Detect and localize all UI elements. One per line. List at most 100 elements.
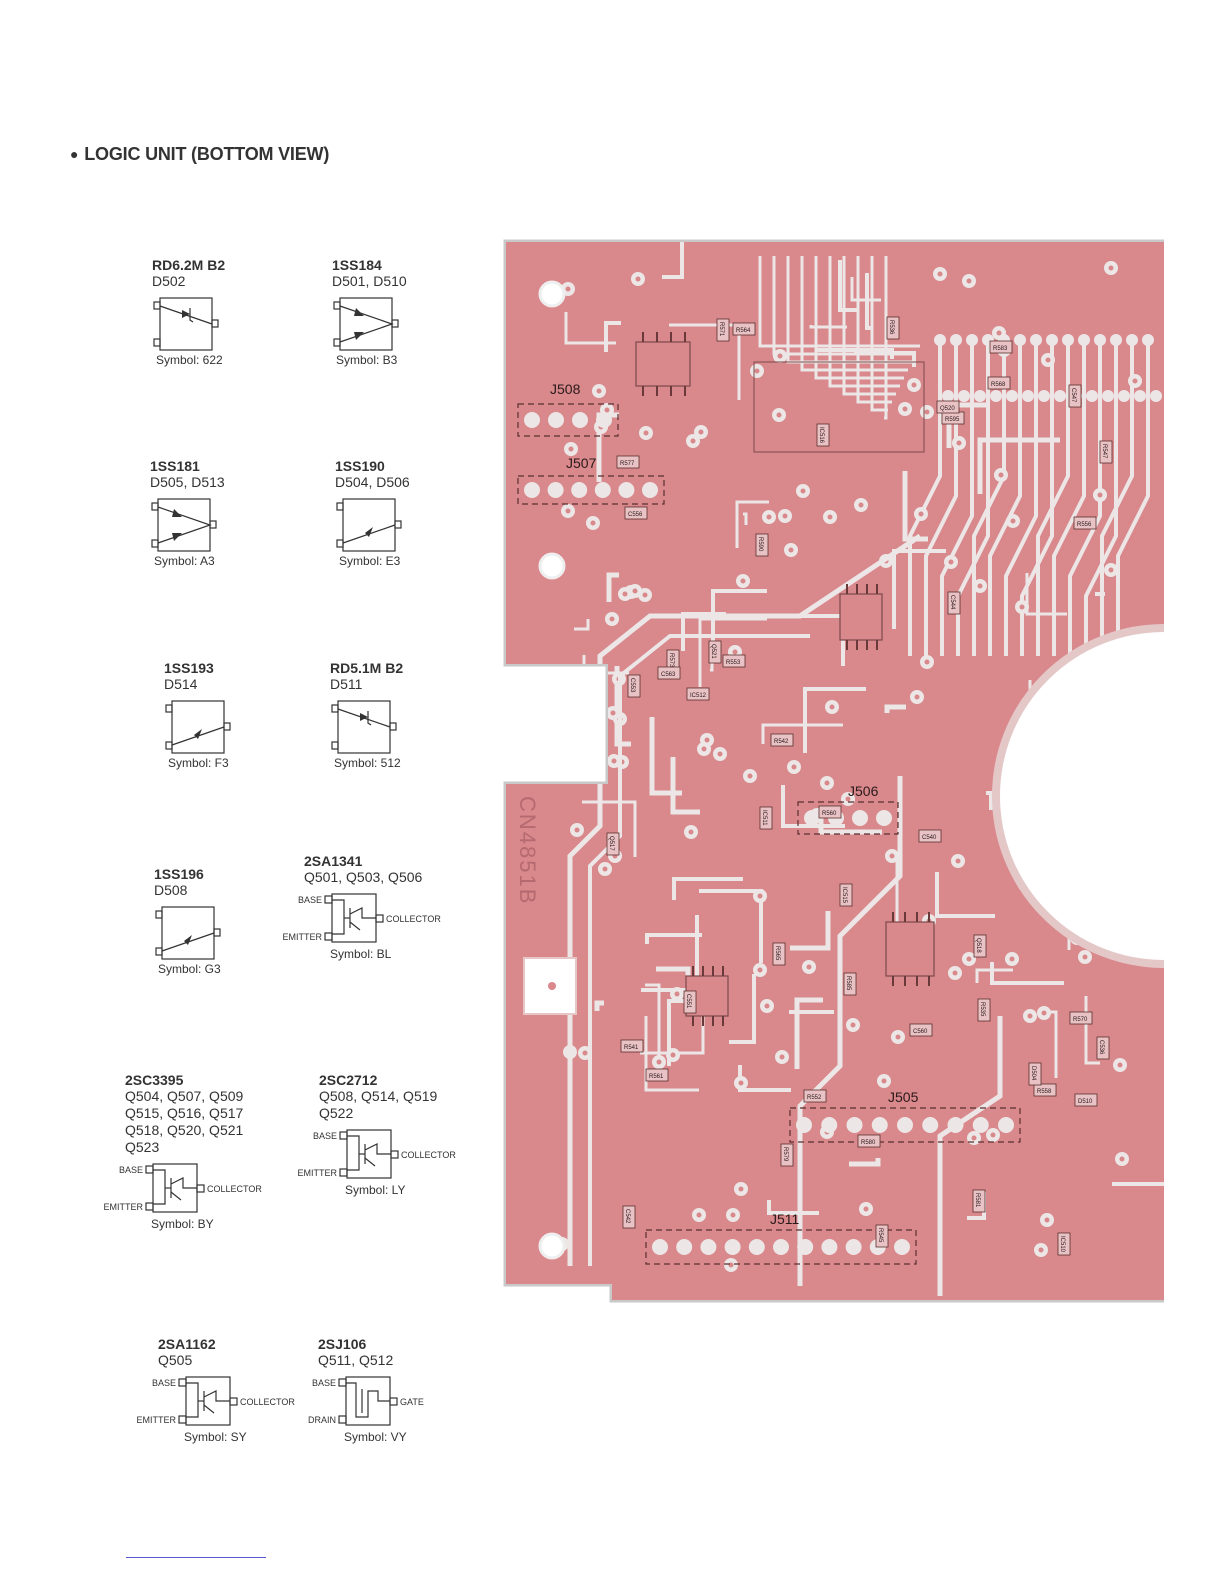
part-label-box: R568 <box>987 376 1011 390</box>
part-label-box: R560 <box>818 805 842 819</box>
part-label-box: R545 <box>875 1224 889 1248</box>
pin-label-collector: COLLECTOR <box>240 1397 295 1407</box>
pad <box>1150 390 1162 402</box>
trace <box>645 933 702 944</box>
pad-hole <box>1045 357 1051 363</box>
trace <box>645 983 661 1060</box>
part-label-box: R536 <box>886 316 900 340</box>
trace <box>1052 336 1086 656</box>
jumper-pad <box>897 1117 913 1133</box>
pin-label-base: BASE <box>312 1378 336 1388</box>
part-label-frame <box>918 829 942 843</box>
part-label-box: R561 <box>645 1068 669 1082</box>
part-number: 1SS181 <box>150 458 200 474</box>
trace <box>743 512 748 525</box>
part-number: 1SS190 <box>335 458 385 474</box>
dual-diode-icon: Symbol: B3 <box>333 297 399 367</box>
reference-designators: D501, D510 <box>332 273 407 289</box>
trace <box>1004 336 1038 656</box>
trace <box>870 256 888 412</box>
part-label-box: R570 <box>1069 1011 1093 1025</box>
symbol-code: Symbol: BL <box>330 947 392 961</box>
pad <box>1094 334 1106 346</box>
symbol-code: Symbol: A3 <box>154 554 215 568</box>
pad <box>1014 334 1026 346</box>
trace <box>975 968 1013 983</box>
trace <box>698 617 767 687</box>
part-label-box: R541 <box>620 1039 644 1053</box>
part-label: C553 <box>629 678 635 693</box>
diode-icon: Symbol: F3 <box>165 700 231 770</box>
trace <box>865 273 873 330</box>
mounting-hole <box>548 982 556 990</box>
pad <box>1118 390 1130 402</box>
jumper-pad <box>796 1117 812 1133</box>
pad-hole <box>764 1003 770 1009</box>
reference-designators: D502 <box>152 273 186 289</box>
part-number: 2SA1162 <box>158 1336 216 1352</box>
jumper-pad <box>596 412 612 428</box>
part-label-box: IC511 <box>759 806 773 830</box>
part-label-frame <box>875 1224 889 1248</box>
pad-hole <box>1019 604 1025 610</box>
pad <box>950 334 962 346</box>
part-label-frame <box>973 934 987 958</box>
pin-label-base: BASE <box>313 1131 337 1141</box>
pad-hole <box>889 853 895 859</box>
part-label: R558 <box>1037 1089 1052 1095</box>
trace <box>564 312 616 345</box>
trace <box>838 260 858 312</box>
symbol-code: Symbol: F3 <box>168 756 229 770</box>
part-label: R561 <box>649 1074 664 1080</box>
ic-pin <box>722 966 724 976</box>
part-label-frame <box>627 674 641 698</box>
ic-package <box>839 593 883 641</box>
pad-hole <box>858 502 864 508</box>
part-label: IC516 <box>818 427 824 444</box>
part-label-box: IC510 <box>1057 1232 1071 1256</box>
part-label: C560 <box>913 1029 928 1035</box>
jumper-pad <box>821 1117 838 1133</box>
part-label: R585 <box>845 976 851 991</box>
ic-pin <box>846 640 848 650</box>
jumper-pad <box>548 412 564 428</box>
reference-designators: Q505 <box>158 1352 193 1368</box>
pad <box>958 390 970 402</box>
reference-designators: D505, D513 <box>150 474 225 490</box>
part-label-frame <box>1096 1036 1110 1060</box>
pad-hole <box>955 858 961 864</box>
part-label: R545 <box>877 1228 883 1243</box>
jumper-pad <box>748 1239 765 1255</box>
trace <box>1036 336 1070 656</box>
part-label: R581 <box>974 1193 980 1208</box>
pad-hole <box>609 616 615 622</box>
part-label-box: C544 <box>947 591 961 615</box>
trace <box>594 1000 604 1011</box>
pad <box>934 334 946 346</box>
part-label-frame <box>987 376 1011 390</box>
part-label-frame <box>977 998 991 1022</box>
ic-pin <box>692 1016 694 1026</box>
jumper-pad <box>947 1117 964 1133</box>
jumper-pad <box>797 1239 814 1255</box>
pad-hole <box>1038 1247 1044 1253</box>
pad-hole <box>779 1054 785 1060</box>
trace <box>588 634 810 1266</box>
part-label: C551 <box>685 994 691 1009</box>
ic-pin <box>670 386 672 396</box>
mounting-hole <box>538 552 566 580</box>
zener-diode-icon: Symbol: 622 <box>153 297 223 367</box>
ic-pin <box>642 332 644 342</box>
pad-hole <box>990 1132 996 1138</box>
pad-hole <box>881 1078 887 1084</box>
part-label: R590 <box>757 537 763 552</box>
trace <box>935 872 995 918</box>
part-label: R570 <box>1073 1017 1088 1023</box>
ic-pin <box>904 976 906 986</box>
zener-diode-icon: Symbol: 512 <box>331 700 401 770</box>
